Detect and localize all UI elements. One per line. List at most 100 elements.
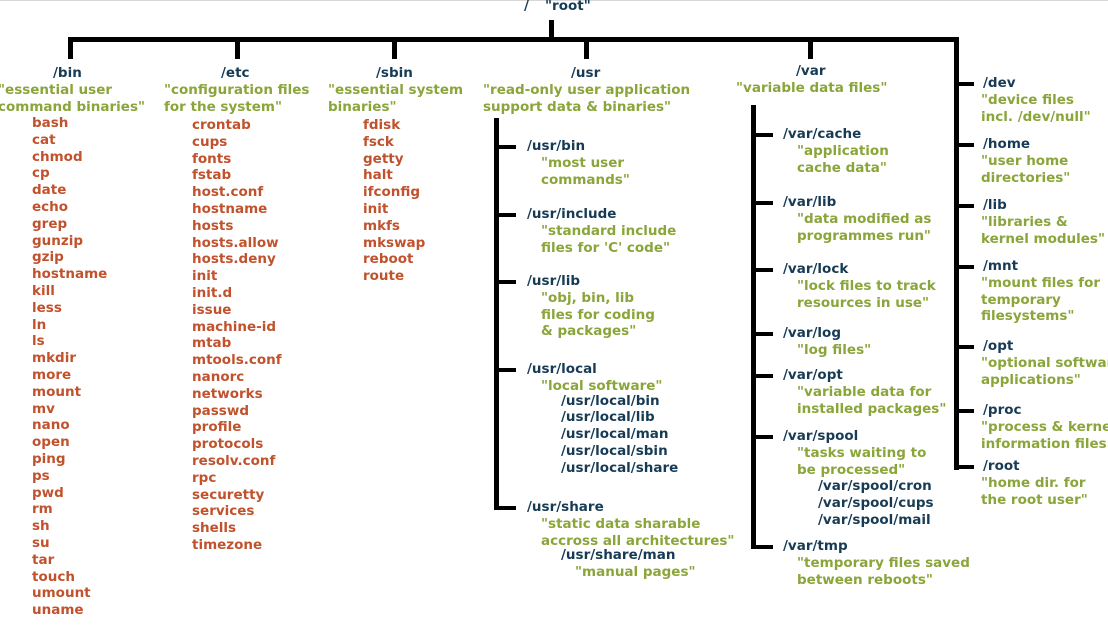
usr-trunk	[494, 118, 499, 510]
bin-file-item: ln	[32, 316, 47, 333]
bin-path: /bin	[53, 65, 82, 81]
bin-file-item: ls	[32, 333, 45, 350]
var-child-desc-line: be processed"	[797, 461, 906, 478]
usr-path: /usr	[571, 65, 601, 81]
root-desc: "root"	[545, 0, 591, 14]
bin-file-item: mkdir	[32, 350, 76, 367]
var-child-connector	[751, 374, 773, 378]
usr-sub-path: /usr/local/man	[561, 426, 669, 443]
etc-file-item: protocols	[192, 436, 264, 453]
drop-sbin	[392, 37, 397, 59]
usr-child-desc-line: files for 'C' code"	[541, 239, 671, 256]
sbin-file-item: route	[363, 268, 405, 285]
etc-file-item: machine-id	[192, 318, 277, 335]
usr-sub-path: /usr/share/man	[561, 547, 676, 564]
etc-file-item: passwd	[192, 402, 249, 419]
bin-file-item: bash	[32, 115, 69, 131]
usr-child-connector	[494, 280, 516, 284]
right-dir-desc-line: "process & kernel	[981, 418, 1108, 435]
etc-file-item: hosts.deny	[192, 251, 276, 268]
right-dir-path: /home	[983, 136, 1031, 152]
etc-desc-line: "configuration files	[164, 82, 310, 98]
right-dir-desc-line: filesystems"	[981, 308, 1075, 325]
right-dir-desc-line: incl. /dev/null"	[981, 108, 1091, 125]
right-dir-path: /mnt	[983, 258, 1019, 274]
right-dir-desc-line: applications"	[981, 371, 1081, 388]
var-sub-path: /var/spool/cron	[818, 478, 932, 495]
bin-file-item: gzip	[32, 249, 64, 266]
sbin-file-item: fsck	[363, 133, 394, 150]
right-dir-path: /dev	[983, 75, 1016, 91]
right-child-connector	[954, 345, 974, 349]
usr-child-connector	[494, 368, 516, 372]
right-dir-desc-line: "optional software	[981, 354, 1108, 371]
var-child-connector	[751, 201, 773, 205]
bin-file-item: rm	[32, 501, 53, 518]
usr-sub-path: /usr/local/bin	[561, 392, 660, 409]
main-horizontal-branch	[68, 37, 959, 42]
etc-file-item: profile	[192, 419, 242, 436]
etc-file-item: init.d	[192, 285, 233, 301]
etc-file-item: mtools.conf	[192, 352, 282, 369]
right-child-connector	[954, 143, 974, 147]
etc-file-item: fonts	[192, 150, 232, 167]
bin-file-item: su	[32, 535, 50, 551]
right-dir-desc-line: the root user"	[981, 491, 1088, 508]
usr-child-desc-line: & packages"	[541, 323, 637, 340]
sbin-file-item: fdisk	[363, 117, 401, 133]
var-child-path: /var/lock	[783, 261, 849, 277]
usr-sub-path: /usr/local/share	[561, 459, 679, 476]
right-dir-desc-line: "home dir. for	[981, 474, 1086, 491]
top-divider	[0, 0, 1108, 1]
etc-file-item: nanorc	[192, 369, 245, 385]
bin-file-item: umount	[32, 585, 91, 602]
bin-file-item: echo	[32, 199, 69, 215]
usr-child-desc-line: files for coding	[541, 306, 655, 323]
right-child-connector	[954, 409, 974, 413]
right-dir-desc-line: information files"	[981, 435, 1108, 452]
var-child-desc-line: "temporary files saved	[797, 554, 970, 571]
usr-child-connector	[494, 213, 516, 217]
right-dir-desc-line: temporary	[981, 291, 1061, 308]
var-desc-line: "variable data files"	[736, 80, 888, 96]
etc-file-item: timezone	[192, 537, 263, 553]
var-child-desc-line: "application	[797, 142, 889, 159]
bin-file-item: less	[32, 299, 62, 316]
usr-desc-line: "read-only user application	[483, 82, 691, 98]
var-child-desc-line: "log files"	[797, 341, 872, 358]
var-child-desc-line: installed packages"	[797, 400, 947, 417]
bin-file-item: mount	[32, 383, 82, 400]
usr-child-connector	[494, 506, 516, 510]
root-stem	[549, 20, 554, 40]
usr-child-desc-line: "most user	[541, 154, 625, 171]
usr-child-desc-line: "static data sharable	[541, 515, 701, 532]
etc-file-item: host.conf	[192, 184, 264, 201]
etc-file-item: networks	[192, 385, 263, 402]
bin-file-item: gunzip	[32, 232, 84, 249]
bin-file-item: cat	[32, 131, 56, 148]
usr-child-desc-line: "standard include	[541, 222, 677, 239]
bin-file-item: cp	[32, 165, 50, 182]
var-child-desc-line: "tasks waiting to	[797, 444, 927, 461]
etc-file-item: init	[192, 268, 218, 285]
bin-file-item: touch	[32, 568, 75, 585]
var-child-desc-line: between reboots"	[797, 571, 933, 588]
usr-child-desc-line: "obj, bin, lib	[541, 289, 635, 306]
var-child-connector	[751, 133, 773, 137]
usr-sub-path: /usr/local/lib	[561, 409, 655, 426]
var-child-path: /var/spool	[783, 428, 859, 444]
var-sub-path: /var/spool/mail	[818, 512, 931, 528]
etc-file-item: hosts.allow	[192, 234, 279, 251]
sbin-file-item: reboot	[363, 251, 414, 268]
bin-file-item: date	[32, 182, 67, 199]
usr-child-desc-line: "local software"	[541, 377, 663, 394]
bin-file-item: open	[32, 434, 70, 451]
bin-file-item: kill	[32, 283, 55, 299]
bin-file-item: ping	[32, 451, 66, 467]
var-child-desc-line: "variable data for	[797, 383, 932, 400]
etc-file-item: resolv.conf	[192, 453, 276, 469]
var-sub-path: /var/spool/cups	[818, 495, 934, 512]
etc-path: /etc	[221, 65, 250, 81]
right-dir-desc-line: "mount files for	[981, 274, 1101, 291]
root-path: /	[524, 0, 529, 14]
